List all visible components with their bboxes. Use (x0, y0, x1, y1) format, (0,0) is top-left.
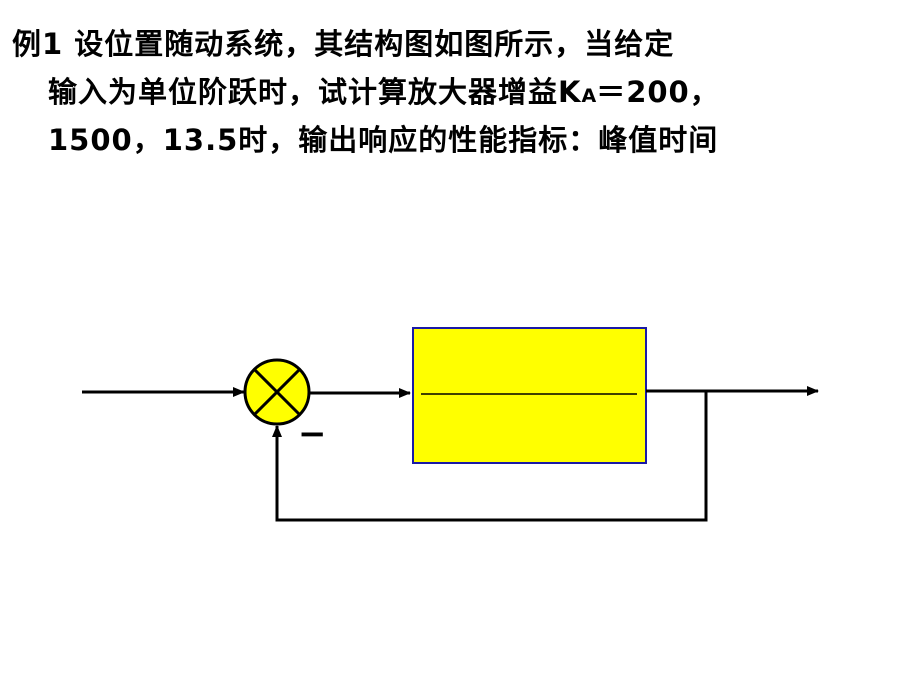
block-rect (412, 327, 647, 464)
gain-value: ＝200， (596, 75, 720, 109)
problem-line-2-text: 输入为单位阶跃时，试计算放大器增益K (48, 75, 582, 109)
feedback-path (272, 391, 708, 522)
problem-line-1: 例1 设位置随动系统，其结构图如图所示，当给定 (12, 27, 675, 61)
minus-sign: − (298, 414, 327, 454)
problem-line-3: 1500，13.5时，输出响应的性能指标：峰值时间 (48, 123, 719, 157)
summing-junction (243, 358, 311, 426)
summer-cross-2 (252, 367, 302, 417)
transfer-function-block (412, 327, 647, 464)
problem-line-2: 输入为单位阶跃时，试计算放大器增益KA＝200， (48, 78, 720, 107)
gain-subscript: A (581, 85, 597, 107)
